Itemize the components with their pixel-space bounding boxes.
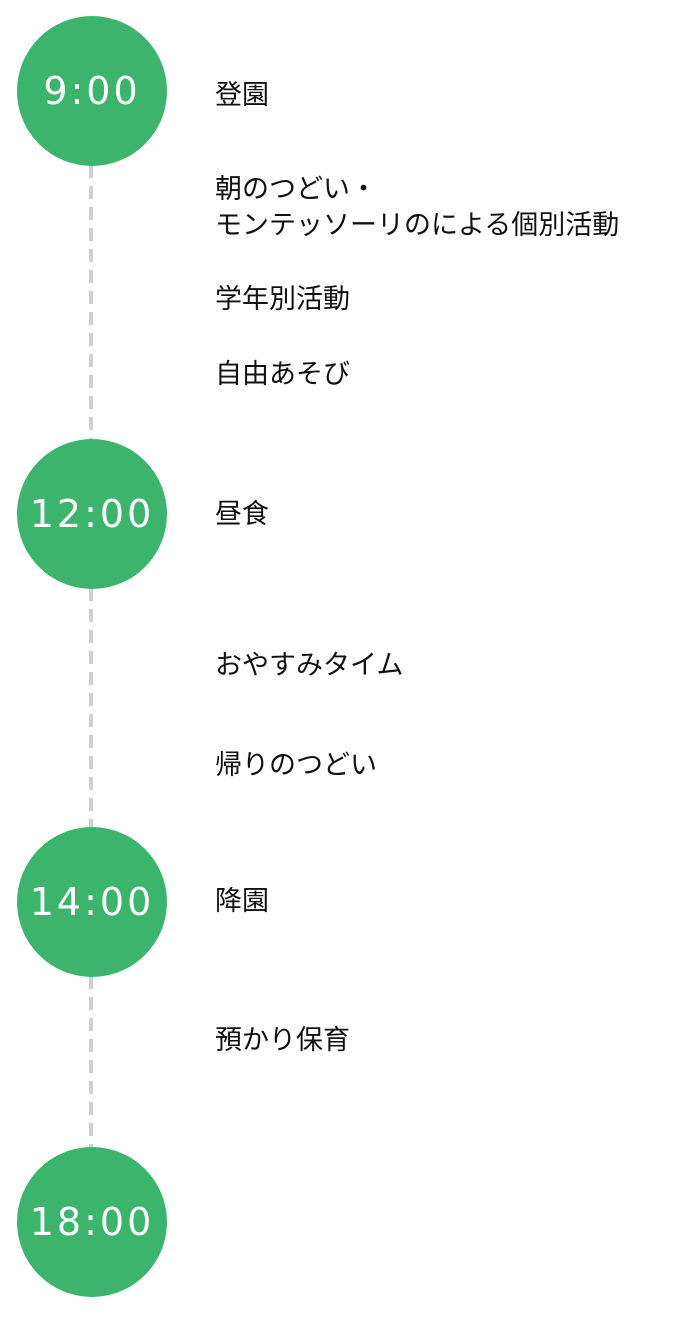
time-marker-12: 12:00: [17, 439, 167, 589]
activity-rest: おやすみタイム: [215, 650, 404, 681]
activity-extended-care: 預かり保育: [215, 1025, 350, 1056]
time-marker-14: 14:00: [17, 827, 167, 977]
activity-grade: 学年別活動: [215, 284, 350, 315]
activity-morning-gathering: 朝のつどい・ モンテッソーリのによる個別活動: [215, 172, 619, 244]
time-marker-18: 18:00: [17, 1147, 167, 1297]
activity-goodbye: 帰りのつどい: [215, 750, 377, 781]
activity-morning-line-1: 朝のつどい・: [215, 174, 377, 205]
activity-free-play: 自由あそび: [215, 359, 350, 390]
timeline-connector: [89, 165, 93, 440]
time-marker-9: 9:00: [17, 16, 167, 166]
activity-tokoen: 登園: [215, 80, 269, 111]
timeline-connector: [89, 976, 93, 1148]
activity-morning-line-2: モンテッソーリのによる個別活動: [215, 210, 620, 241]
timeline-connector: [89, 588, 93, 828]
activity-koen: 降園: [215, 886, 269, 917]
activity-lunch: 昼食: [215, 499, 269, 530]
